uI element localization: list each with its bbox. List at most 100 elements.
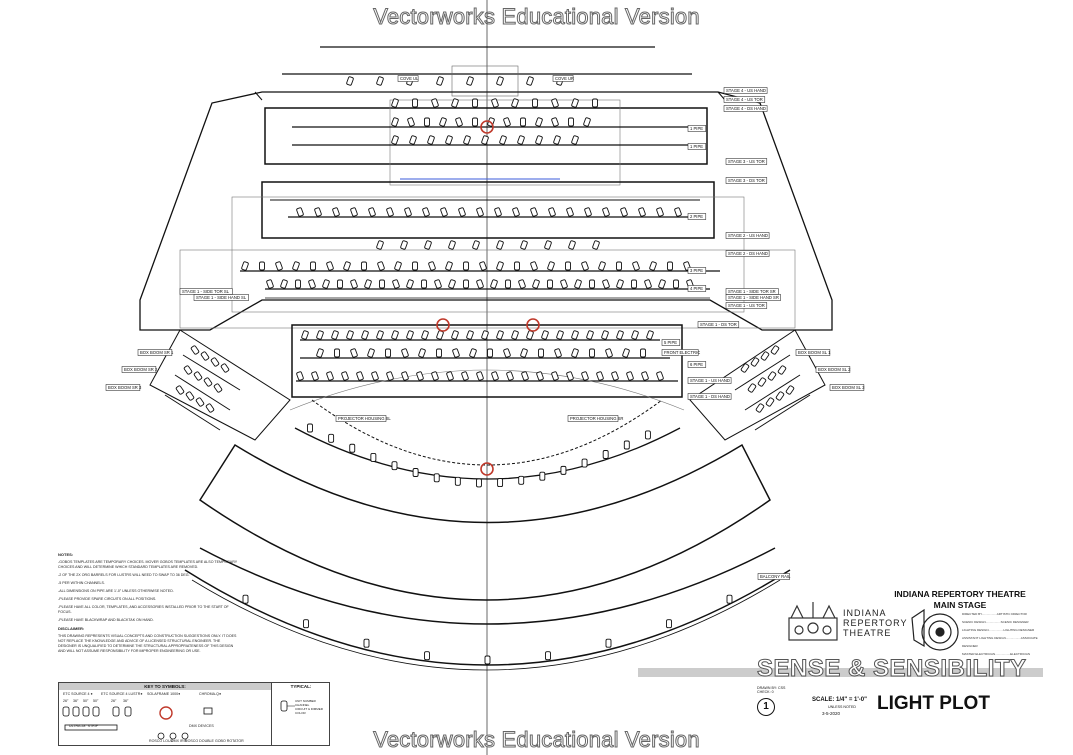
instrument-icon [631,330,639,340]
instrument-icon [280,279,288,289]
instrument-icon [551,117,559,127]
key-dmx: DMX DEVICES [189,724,214,728]
instrument-icon [407,117,415,127]
position-label: BOX BOOM SR 2 [124,367,158,372]
instrument-icon [476,207,484,217]
instrument-icon [412,261,418,271]
instrument-icon [476,478,482,488]
instrument-icon [658,279,666,289]
position-label: 1 PIPE [690,144,703,149]
instrument-icon [547,279,553,289]
instrument-icon [484,655,491,665]
instrument-icon [424,240,432,250]
instrument-icon [503,348,511,358]
instrument-icon [367,348,375,358]
box-boom-sr [149,329,291,441]
key-deg: 36° [73,699,79,703]
instrument-icon [584,207,592,217]
instrument-icon [301,330,309,340]
position-label: BOX BOOM SL 2 [818,367,851,372]
instrument-icon [476,371,484,381]
position-label-box [723,96,766,103]
instrument-icon [391,117,399,127]
position-label-box [723,105,768,112]
instrument-icon [541,330,549,340]
instrument-icon [656,371,664,381]
instrument-icon [472,98,478,108]
instrument-icon [770,345,780,355]
instrument-icon [481,330,489,340]
position-label: STAGE 3 - US TOR [728,159,765,164]
position-label-box [687,213,707,220]
instrument-icon [530,207,538,217]
instrument-icon [554,348,562,358]
key-deg: 50° [83,699,89,703]
instrument-icon [568,117,574,127]
key-chroma-q: CHROMA-Q● [199,692,222,696]
instrument-icon [469,348,477,358]
instrument-icon [518,475,525,485]
typical-notes: UNIT NUMBER CHANNEL CIRCUIT & DIMMER COL… [295,699,323,715]
instrument-icon [350,207,358,217]
position-label: COVE UR [555,76,574,81]
instrument-icon [517,135,525,145]
position-label: STAGE 1 - DS HAND [690,394,730,399]
instrument-icon [424,117,430,127]
instrument-icon [581,261,589,271]
position-label: STAGE 4 - DS HAND [726,106,766,111]
instrument-icon [726,594,733,604]
balcony-rail [184,569,791,666]
instrument-icon [418,348,426,358]
position-label: FRONT ELECTRIC [664,350,700,355]
key-rosco-loud: ROSCO LOUD [149,739,174,743]
instrument-icon [175,385,185,395]
credits: DIRECTED BY..................ARTISTIC DI… [962,610,1042,658]
position-label-box [687,143,707,150]
instrument-icon [646,330,654,340]
scale-text: SCALE: 1/4" = 1'-0" [812,697,867,703]
position-label-box [687,393,732,400]
note-item: -PLEASE PROVIDE SPARE CIRCUITS ON ALL PO… [58,597,157,601]
instrument-icon [514,261,520,271]
instrument-icon [416,371,424,381]
instrument-icon [386,371,394,381]
instrument-icon [295,279,301,289]
position-label: STAGE 2 - US HAND [728,233,768,238]
mover-icon [436,318,450,332]
instrument-icon [436,348,442,358]
credit-line: MASTER ELECTRICIAN..................ELEC… [962,652,1031,656]
instrument-icon [496,76,504,86]
sheet-number: 1 [757,698,775,716]
instrument-icon [391,98,399,108]
mover-icon [480,120,494,134]
instrument-icon [632,261,640,271]
instrument-icon [674,207,682,217]
instrument-icon [620,207,628,217]
instrument-icon [446,371,454,381]
credit-line: DIRECTED BY..................ARTISTIC DI… [962,612,1027,616]
instrument-icon [740,363,750,373]
instrument-icon [544,240,552,250]
instrument-icon [616,261,622,271]
instrument-icon [195,397,205,407]
instrument-icon [316,330,324,340]
instrument-icon [638,207,646,217]
position-label-box [829,384,865,391]
instrument-icon [205,403,215,413]
position-label: STAGE 4 - US HAND [726,88,766,93]
instrument-icon [566,371,574,381]
instrument-icon [185,391,195,401]
instrument-icon [439,117,447,127]
instrument-icon [530,261,538,271]
mover-icon [480,462,494,476]
instrument-icon [499,135,507,145]
instrument-icon [560,279,568,289]
instrument-icon [571,135,579,145]
drawn-by: DRAWN BY: CSS CHECK: 0 [757,686,785,694]
instrument-icon [511,330,519,340]
stage-3-deck [261,181,715,239]
instrument-icon [605,348,613,358]
instrument-icon [487,348,493,358]
instrument-icon [520,117,526,127]
stage-house [139,91,833,331]
